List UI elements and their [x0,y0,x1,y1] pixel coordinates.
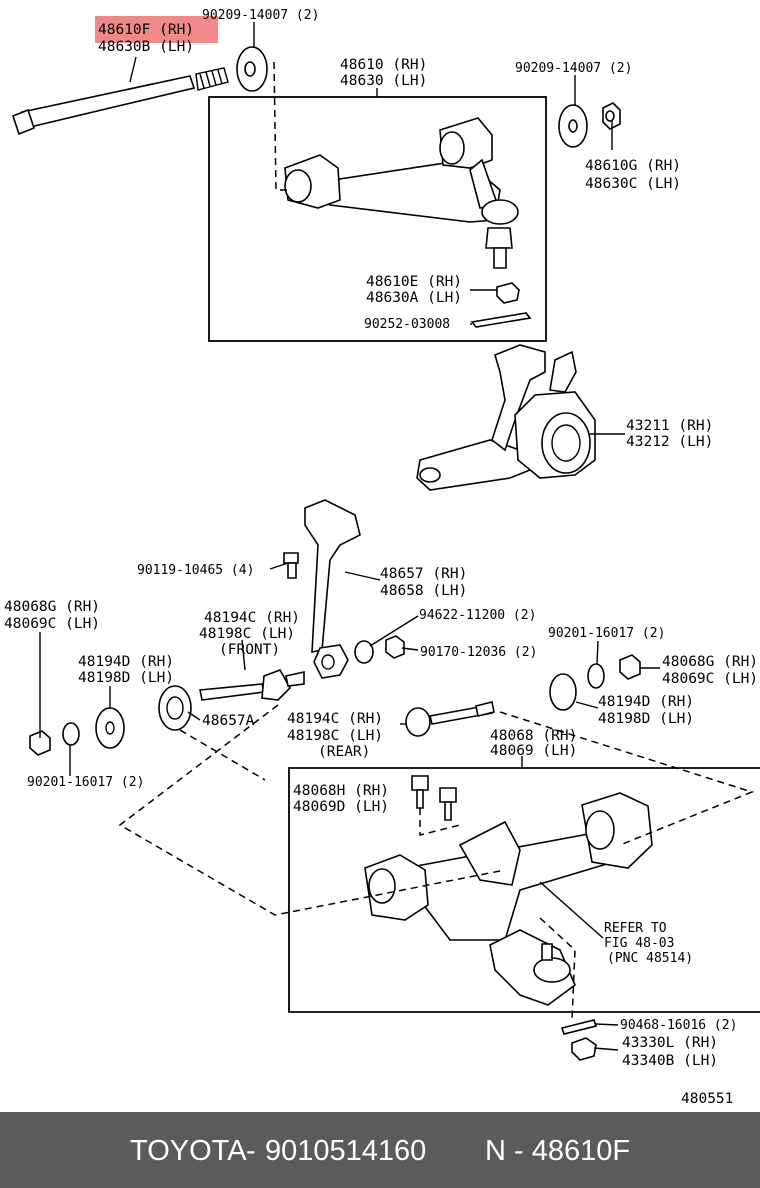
right-washer-label[interactable]: 90201-16017 (2) [548,626,665,641]
upper-control-arm-icon[interactable] [284,117,519,269]
upper-nut-lh-label[interactable]: 48630C (LH) [585,176,681,192]
lower-arm-lh-label[interactable]: 48069 (LH) [490,743,577,759]
left-cam-nut-rh-label[interactable]: 48068G (RH) [4,599,100,615]
front-cam-bolt-icon[interactable] [199,669,305,701]
right-cam-nut-rh-label[interactable]: 48068G (RH) [662,654,758,670]
left-washer-icon[interactable] [62,722,80,746]
lower-cotter-pin-label[interactable]: 90468-16016 (2) [620,1018,737,1033]
bushing-guide-line [179,729,266,781]
right-cam-nut-icon[interactable] [619,654,641,680]
upper-ball-nut-rh-label[interactable]: 48610E (RH) [366,274,462,290]
lower-bolt-lh-label[interactable]: 48069D (LH) [293,799,389,815]
selected-part-highlight [95,16,218,43]
strut-bar-nut-icon[interactable] [385,635,405,659]
right-cam-plate-rh-label[interactable]: 48194D (RH) [598,694,694,710]
upper-arm-bolt-icon[interactable] [12,67,229,136]
refer-guide-line [539,917,576,1021]
left-cam-plate-rh-label[interactable]: 48194D (RH) [78,654,174,670]
upper-bolt-lh-label[interactable]: 48630B (LH) [98,39,194,55]
diagram-id: 480551 [681,1091,733,1107]
lower-bolt-guide-line [419,808,461,836]
refer-line1: REFER TO [604,921,667,936]
upper-cotter-pin-label[interactable]: 90252-03008 [364,317,450,332]
upper-right-washer-icon[interactable] [558,104,588,148]
refer-line3: (PNC 48514) [607,951,693,966]
right-cam-nut-lh-label[interactable]: 48069C (LH) [662,671,758,687]
left-cam-nut-lh-label[interactable]: 48069C (LH) [4,616,100,632]
upper-right-washer-label[interactable]: 90209-14007 (2) [515,61,632,76]
upper-left-washer-label[interactable]: 90209-14007 (2) [202,8,319,23]
footer-brand: TOYOTA [130,1135,247,1167]
exploded-view-diagram: 48610F (RH) 48630B (LH) 90209-14007 (2) … [4,8,760,1107]
lower-arm-bolt-icon[interactable] [411,775,457,821]
lower-ball-nut-rh-label[interactable]: 43330L (RH) [622,1035,718,1051]
strut-rod-rh-label[interactable]: 48657 (RH) [380,566,467,582]
refer-line2[interactable]: FIG 48-03 [604,936,674,951]
upper-ball-nut-lh-label[interactable]: 48630A (LH) [366,290,462,306]
left-washer-label[interactable]: 90201-16017 (2) [27,775,144,790]
lower-bolt-rh-label[interactable]: 48068H (RH) [293,783,389,799]
upper-nut-rh-label[interactable]: 48610G (RH) [585,158,681,174]
right-cam-plate-icon[interactable] [549,673,577,711]
knuckle-rh-label[interactable]: 43211 (RH) [626,418,713,434]
footer-ref-text: N - 48610F [485,1135,631,1167]
rear-cam-bolt-note: (REAR) [318,744,370,760]
front-cam-bolt-lh-label[interactable]: 48198C (LH) [199,626,295,642]
left-cam-guide-line [118,704,506,916]
rear-cam-bolt-lh-label[interactable]: 48198C (LH) [287,728,383,744]
front-cam-bolt-note: (FRONT) [219,642,280,658]
strut-bar-bushing-icon[interactable] [158,685,192,731]
strut-bar-icon[interactable] [304,499,361,679]
upper-arm-rh-label[interactable]: 48610 (RH) [340,57,427,73]
strut-bar-collar-icon[interactable] [354,640,374,664]
upper-arm-nut-icon[interactable] [602,102,621,130]
strut-nut-label[interactable]: 90170-12036 (2) [420,645,537,660]
upper-cotter-pin-icon[interactable] [470,312,532,328]
upper-bolt-rh-label[interactable]: 48610F (RH) [98,22,194,38]
right-washer-icon[interactable] [587,663,605,689]
rear-cam-bolt-icon[interactable] [405,701,495,737]
strut-bushing-label[interactable]: 48657A [202,713,255,729]
strut-bar-bolt-icon[interactable] [283,552,299,579]
part-info-footer: TOYOTA - 9010514160 N - 48610F [0,1112,760,1188]
lower-ball-joint-nut-icon[interactable] [571,1037,597,1061]
right-cam-guide-line [499,711,755,846]
strut-bolt-label[interactable]: 90119-10465 (4) [137,563,254,578]
upper-left-washer-icon[interactable] [236,46,268,92]
lower-control-arm-icon[interactable] [364,792,653,1006]
strut-rod-lh-label[interactable]: 48658 (LH) [380,583,467,599]
upper-arm-lh-label[interactable]: 48630 (LH) [340,73,427,89]
right-cam-plate-lh-label[interactable]: 48198D (LH) [598,711,694,727]
leader-lines [39,22,660,1051]
rear-cam-bolt-rh-label[interactable]: 48194C (RH) [287,711,383,727]
upper-bolt-guide-line [273,61,290,191]
footer-part-number: 9010514160 [265,1135,427,1167]
left-cam-plate-icon[interactable] [95,707,125,749]
steering-knuckle-icon[interactable] [416,344,596,491]
strut-collar-label[interactable]: 94622-11200 (2) [419,608,536,623]
upper-ball-joint-nut-icon[interactable] [496,282,520,304]
lower-cotter-pin-icon[interactable] [560,1019,598,1035]
knuckle-lh-label[interactable]: 43212 (LH) [626,434,713,450]
left-cam-nut-icon[interactable] [29,730,51,756]
lower-arm-assembly-box [288,767,760,1013]
lower-arm-rh-label[interactable]: 48068 (RH) [490,728,577,744]
left-cam-plate-lh-label[interactable]: 48198D (LH) [78,670,174,686]
lower-ball-nut-lh-label[interactable]: 43340B (LH) [622,1053,718,1069]
front-cam-bolt-rh-label[interactable]: 48194C (RH) [204,610,300,626]
footer-separator: - [246,1135,256,1167]
